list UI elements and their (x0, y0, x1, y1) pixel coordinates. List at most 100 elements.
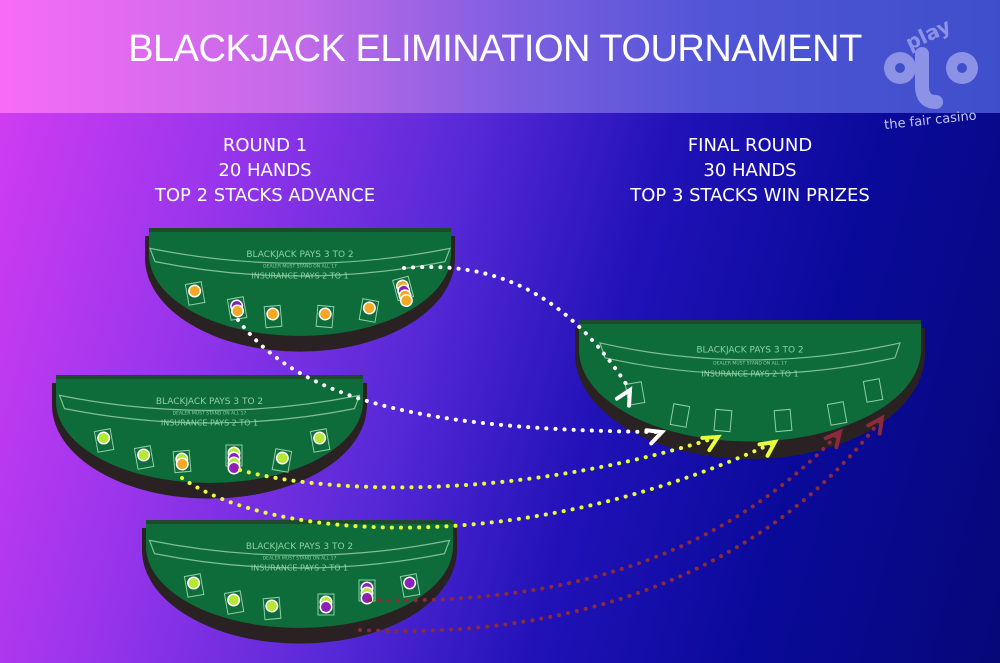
arrowhead-stroke (866, 414, 885, 436)
seat-box (826, 401, 848, 426)
seat-box (773, 408, 793, 433)
round1-title: ROUND 1 (222, 135, 308, 156)
table-rail (146, 520, 453, 524)
card-outline (317, 593, 335, 616)
table-pays-text: BLACKJACK PAYS 3 TO 2 (156, 397, 263, 407)
seat-box (309, 428, 331, 453)
chip (232, 305, 243, 316)
table-dealer-text: DEALER MUST STAND ON ALL 17 (713, 361, 787, 367)
round1-table-bottom: BLACKJACK PAYS 3 TO 2 DEALER MUST STAND O… (142, 520, 457, 644)
table-insurance-text: INSURANCE PAYS 2 TO 1 (251, 563, 348, 572)
arrowhead-stroke (700, 434, 722, 453)
seat-box (262, 596, 282, 621)
seat-box (172, 449, 192, 474)
arrowhead-yellow-1 (700, 434, 722, 453)
table-insurance-text: INSURANCE PAYS 2 TO 1 (161, 418, 258, 427)
round1-hands: 20 HANDS (218, 160, 312, 181)
round1-rule: TOP 2 STACKS ADVANCE (154, 185, 376, 206)
advance-path-red-1 (368, 430, 842, 603)
header-banner: BLACKJACK ELIMINATION TOURNAMENT (0, 0, 1000, 113)
card-outline (773, 408, 793, 433)
seat-box (358, 298, 380, 323)
advance-path-red-2 (358, 416, 884, 634)
card-outline (172, 449, 192, 474)
card-outline (263, 304, 283, 329)
chip (98, 433, 109, 444)
seat-box (315, 304, 335, 329)
advance-path-yellow-1 (238, 435, 720, 490)
seat-box (183, 573, 205, 598)
final-round-label: FINAL ROUND 30 HANDS TOP 3 STACKS WIN PR… (605, 133, 895, 208)
table-dealer-text: DEALER MUST STAND ON ALL 17 (263, 556, 337, 562)
chip (404, 578, 415, 589)
seat-box (399, 573, 421, 598)
table-arc (149, 247, 451, 277)
table-pays-text: BLACKJACK PAYS 3 TO 2 (696, 345, 803, 355)
card-outline (862, 378, 884, 403)
table-pays-text: BLACKJACK PAYS 3 TO 2 (246, 542, 353, 552)
seat-box (133, 445, 155, 470)
chip (138, 450, 149, 461)
round1-table-middle: BLACKJACK PAYS 3 TO 2 DEALER MUST STAND O… (52, 375, 367, 499)
chip (189, 286, 200, 297)
arrowhead-white-1 (614, 386, 633, 408)
table-felt (146, 520, 453, 628)
arrowhead-red-2 (866, 414, 885, 436)
final-round-table: BLACKJACK PAYS 3 TO 2 DEALER MUST STAND O… (575, 320, 925, 460)
chip (228, 595, 239, 606)
card-outline (223, 590, 245, 615)
chip (314, 433, 325, 444)
seat-box (624, 381, 646, 406)
chip (401, 295, 412, 306)
seat-box (223, 590, 245, 615)
table-rail (149, 228, 451, 232)
card-outline (271, 448, 293, 473)
final-round-hands: 30 HANDS (703, 160, 797, 181)
chip (321, 602, 331, 612)
card-outline (184, 281, 206, 306)
page-title: BLACKJACK ELIMINATION TOURNAMENT (128, 28, 862, 70)
logo-j (915, 47, 943, 109)
chip (229, 463, 239, 473)
card-outline (669, 403, 691, 428)
seat-box (226, 296, 248, 321)
seat-box (713, 408, 733, 433)
chip (364, 303, 375, 314)
chip (177, 458, 188, 469)
arrowhead-yellow-2 (757, 439, 779, 458)
card-outline (133, 445, 155, 470)
table-insurance-text: INSURANCE PAYS 2 TO 1 (251, 271, 348, 280)
chip (320, 309, 331, 320)
arrowhead-stroke (823, 428, 843, 450)
round1-label: ROUND 1 20 HANDS TOP 2 STACKS ADVANCE (130, 133, 400, 208)
table-arc (58, 394, 361, 424)
table-arc (148, 539, 451, 569)
final-round-title: FINAL ROUND (687, 135, 813, 156)
card-outline (624, 381, 646, 406)
table-felt (579, 320, 921, 442)
table-pays-text: BLACKJACK PAYS 3 TO 2 (246, 250, 353, 260)
arrowhead-white-2 (644, 428, 667, 446)
card-outline (93, 428, 115, 453)
table-arc (599, 342, 901, 375)
chip (277, 453, 288, 464)
table-dealer-text: DEALER MUST STAND ON ALL 17 (173, 411, 247, 417)
card-outline (262, 596, 282, 621)
card-outline (315, 304, 335, 329)
seat-box (271, 448, 293, 473)
arrowhead-stroke (757, 439, 779, 458)
seat-box (392, 275, 415, 308)
chip (266, 601, 277, 612)
seat-box (317, 593, 335, 616)
seat-box (862, 378, 884, 403)
seat-box (263, 304, 283, 329)
table-rail (579, 320, 921, 324)
seat-box (669, 403, 691, 428)
card-outline (309, 428, 331, 453)
seat-box (358, 579, 376, 605)
seat-box (184, 281, 206, 306)
chip (267, 309, 278, 320)
card-outline (183, 573, 205, 598)
playojo-logo: play the fair casino (884, 20, 978, 130)
